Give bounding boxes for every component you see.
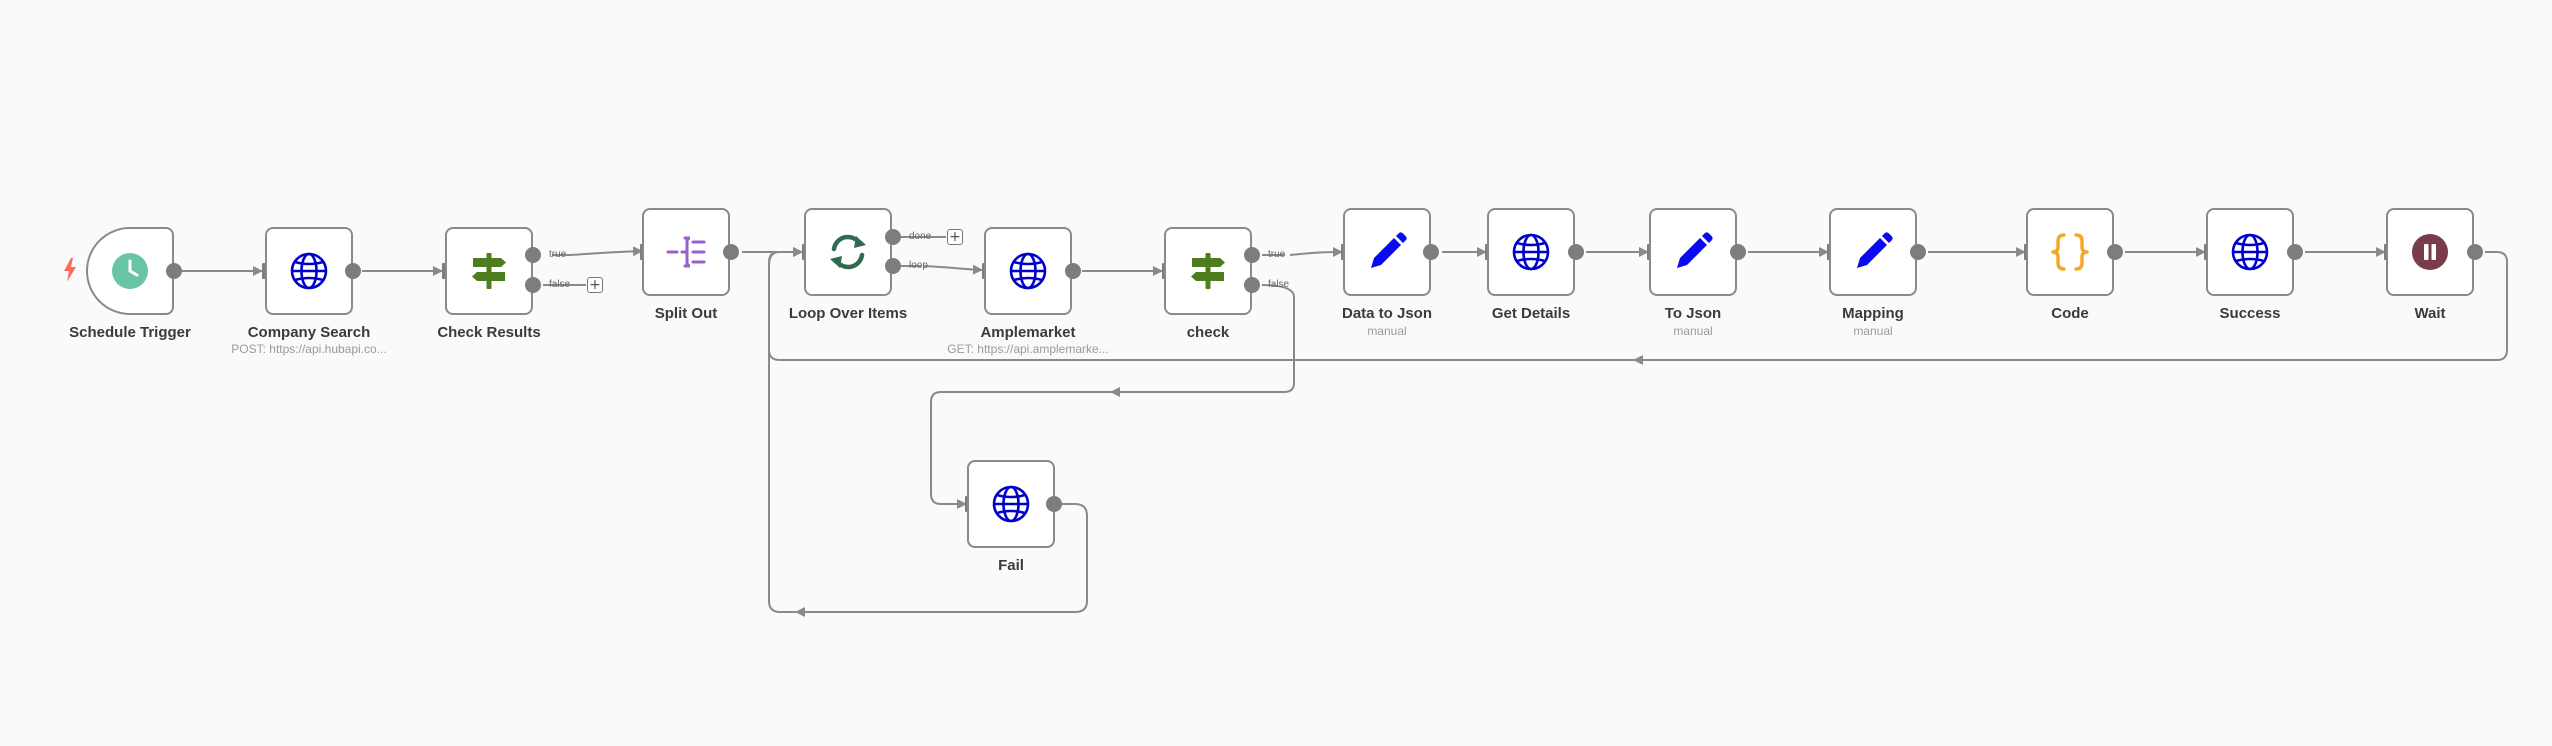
arrow-loop-return-icon — [1633, 355, 1643, 365]
handle-out-check-results-false[interactable] — [525, 277, 541, 293]
label-company-search: Company Search — [247, 324, 371, 341]
node-fail[interactable] — [967, 460, 1055, 548]
pause-icon — [2412, 234, 2448, 270]
handle-out-check-false[interactable] — [1244, 277, 1260, 293]
globe-icon — [992, 485, 1030, 523]
label-check-results: Check Results — [437, 324, 541, 341]
split-out-icon — [666, 236, 706, 268]
curly-braces-icon — [2051, 233, 2089, 271]
refresh-arrows-icon — [830, 234, 866, 270]
handle-out-amplemarket[interactable] — [1065, 263, 1081, 279]
connection-check-results-true-to-split-out-b[interactable] — [570, 246, 643, 257]
connection-check-true-to-data-to-json-b[interactable] — [1289, 247, 1343, 258]
label-mapping: Mapping — [1842, 305, 1904, 322]
connection-loop-loop-to-amplemarket-b[interactable] — [922, 264, 983, 275]
handle-out-check-true[interactable] — [1244, 247, 1260, 263]
connection-fail-back-to-loop[interactable] — [768, 251, 1088, 613]
label-wait: Wait — [2414, 305, 2446, 322]
node-split-out[interactable] — [642, 208, 730, 296]
globe-icon — [1512, 233, 1550, 271]
subtitle-amplemarket: GET: https://api.amplemarke... — [947, 342, 1109, 356]
handle-out-to-json[interactable] — [1730, 244, 1746, 260]
node-code[interactable] — [2026, 208, 2114, 296]
output-label-check-results-false: false — [549, 279, 571, 290]
subtitle-data-to-json: manual — [1367, 324, 1407, 338]
label-amplemarket: Amplemarket — [980, 324, 1076, 341]
handle-out-get-details[interactable] — [1568, 244, 1584, 260]
node-schedule-trigger[interactable] — [86, 227, 174, 315]
globe-icon — [290, 252, 328, 290]
signpost-icon — [472, 253, 506, 289]
globe-icon — [2231, 233, 2269, 271]
handle-out-mapping[interactable] — [1910, 244, 1926, 260]
subtitle-to-json: manual — [1673, 324, 1713, 338]
node-amplemarket[interactable] — [984, 227, 1072, 315]
label-check: check — [1186, 324, 1230, 341]
output-label-check-false: false — [1268, 279, 1290, 290]
handle-out-data-to-json[interactable] — [1423, 244, 1439, 260]
add-node-check-results-false-button[interactable]: + — [587, 277, 603, 293]
handle-out-wait[interactable] — [2467, 244, 2483, 260]
pencil-icon — [1371, 232, 1407, 268]
node-wait[interactable] — [2386, 208, 2474, 296]
node-success[interactable] — [2206, 208, 2294, 296]
handle-out-company-search[interactable] — [345, 263, 361, 279]
connection-check-false-to-fail[interactable] — [930, 284, 1295, 509]
node-check-results[interactable] — [445, 227, 533, 315]
handle-out-check-results-true[interactable] — [525, 247, 541, 263]
signpost-icon — [1191, 253, 1225, 289]
arrow-fail-return-icon — [795, 607, 805, 617]
label-loop-over-items: Loop Over Items — [788, 305, 908, 322]
label-get-details: Get Details — [1491, 305, 1571, 322]
node-data-to-json[interactable] — [1343, 208, 1431, 296]
output-label-check-true: true — [1268, 249, 1286, 260]
trigger-bolt-icon — [64, 258, 76, 282]
label-to-json: To Json — [1664, 305, 1722, 322]
label-fail: Fail — [998, 557, 1024, 574]
handle-out-code[interactable] — [2107, 244, 2123, 260]
node-loop-over-items[interactable] — [804, 208, 892, 296]
label-split-out: Split Out — [654, 305, 718, 322]
handle-out-split-out[interactable] — [723, 244, 739, 260]
subtitle-mapping: manual — [1853, 324, 1893, 338]
output-label-check-results-true: true — [549, 249, 567, 260]
pencil-icon — [1857, 232, 1893, 268]
globe-icon — [1009, 252, 1047, 290]
add-node-loop-done-button[interactable]: + — [947, 229, 963, 245]
label-code: Code — [2051, 305, 2089, 322]
handle-out-schedule-trigger[interactable] — [166, 263, 182, 279]
label-success: Success — [2219, 305, 2281, 322]
handle-out-loop-done[interactable] — [885, 229, 901, 245]
arrow-fail-branch-icon — [1110, 387, 1120, 397]
label-schedule-trigger: Schedule Trigger — [69, 324, 191, 341]
output-label-loop-loop: loop — [909, 260, 928, 271]
node-check[interactable] — [1164, 227, 1252, 315]
node-mapping[interactable] — [1829, 208, 1917, 296]
handle-out-fail[interactable] — [1046, 496, 1062, 512]
output-label-loop-done: done — [909, 231, 932, 242]
handle-out-success[interactable] — [2287, 244, 2303, 260]
pencil-icon — [1677, 232, 1713, 268]
node-get-details[interactable] — [1487, 208, 1575, 296]
node-to-json[interactable] — [1649, 208, 1737, 296]
handle-out-loop-loop[interactable] — [885, 258, 901, 274]
node-company-search[interactable] — [265, 227, 353, 315]
subtitle-company-search: POST: https://api.hubapi.co... — [231, 342, 387, 356]
label-data-to-json: Data to Json — [1341, 305, 1432, 322]
clock-icon — [112, 253, 148, 289]
